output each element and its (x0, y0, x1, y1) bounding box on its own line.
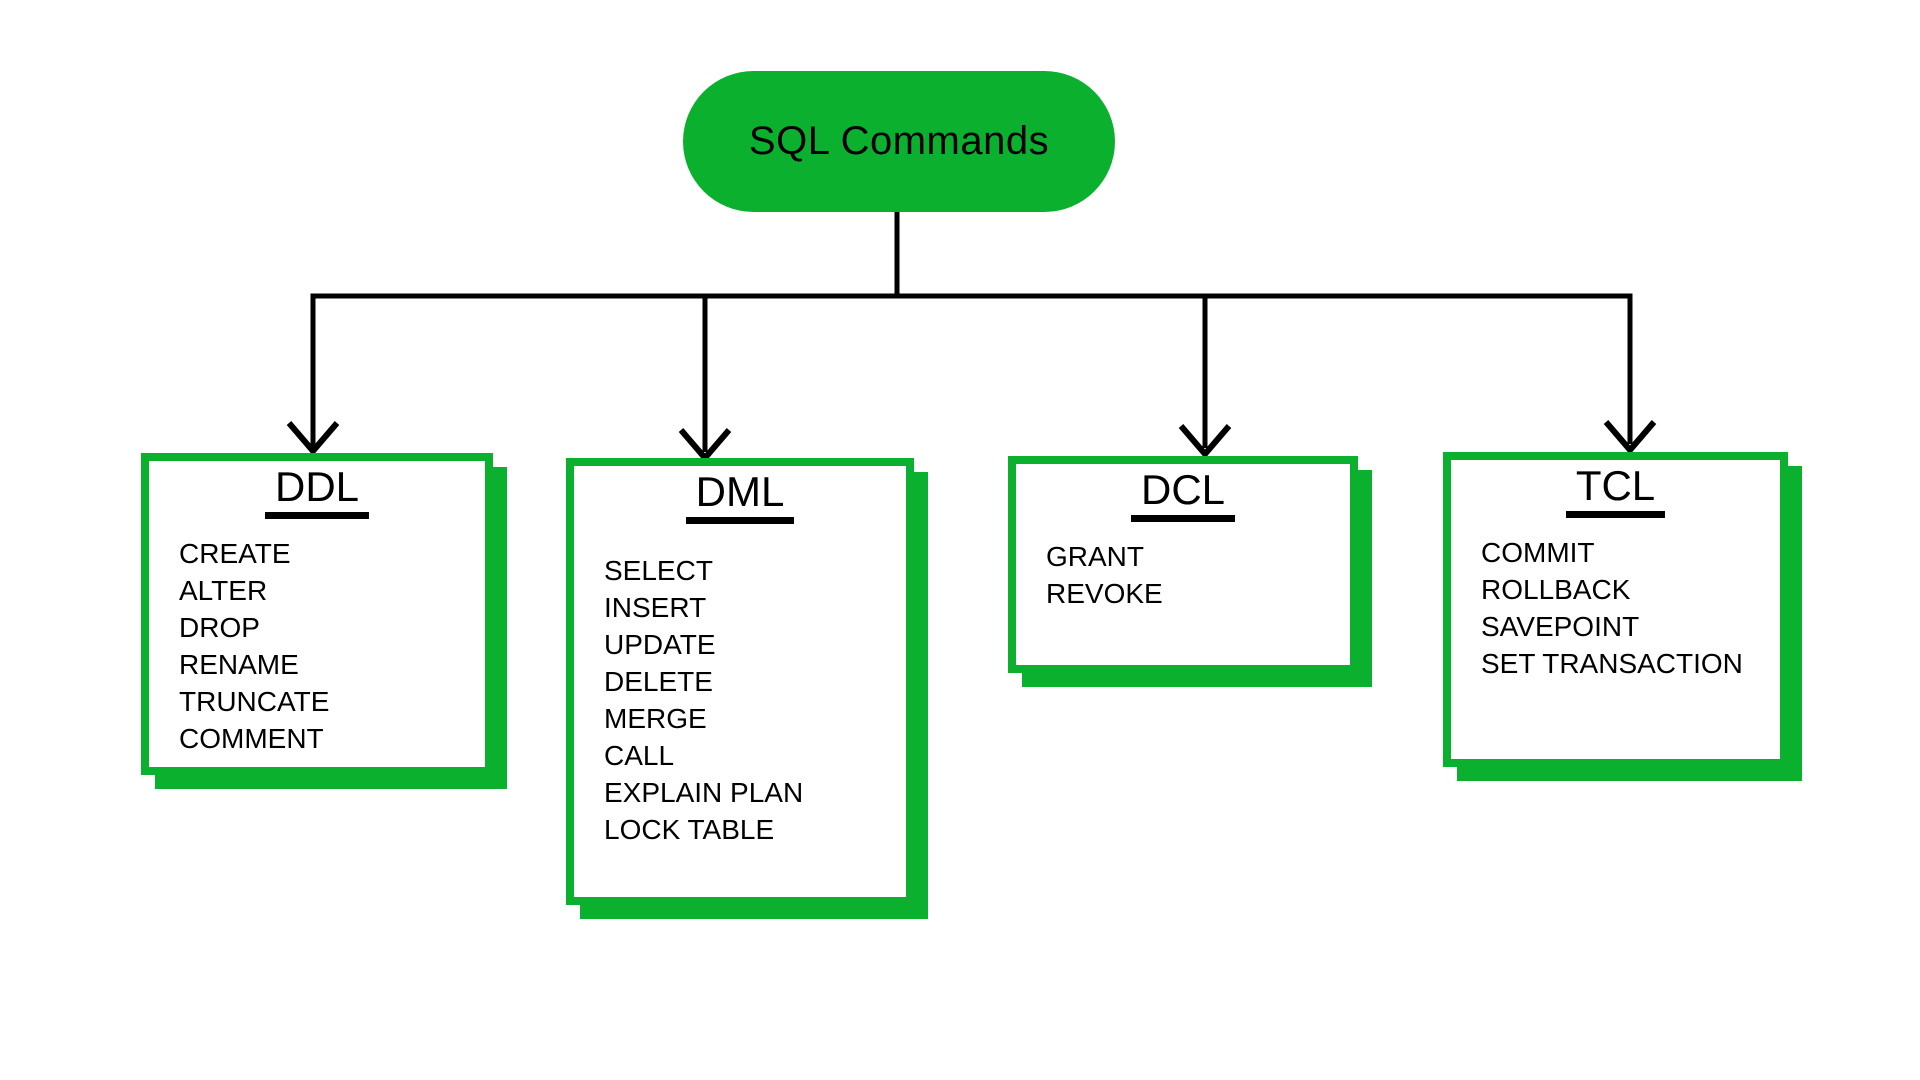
root-node-label: SQL Commands (748, 119, 1050, 163)
category-box-dml: DML SELECT INSERT UPDATE DELETE MERGE CALL EXP… (566, 458, 914, 905)
command-item: CREATE (179, 538, 291, 569)
command-item: COMMENT (179, 723, 324, 754)
command-item: REVOKE (1046, 578, 1163, 609)
command-item: MERGE (604, 703, 707, 734)
arrowhead-tcl-icon (1603, 420, 1657, 455)
command-item: SELECT (604, 555, 713, 586)
command-item: RENAME (179, 649, 299, 680)
category-title-dml: DML (574, 468, 906, 524)
command-item: SET TRANSACTION (1481, 648, 1743, 679)
command-item: INSERT (604, 592, 707, 623)
command-item: ROLLBACK (1481, 574, 1631, 605)
command-item: DELETE (604, 666, 713, 697)
command-item: COMMIT (1481, 537, 1595, 568)
command-item: DROP (179, 612, 260, 643)
command-item: SAVEPOINT (1481, 611, 1640, 642)
category-title-ddl: DDL (149, 463, 485, 519)
category-box-dcl: DCL GRANT REVOKE (1008, 456, 1358, 673)
command-list-tcl: COMMIT ROLLBACK SAVEPOINT SET TRANSACTION (1451, 534, 1780, 682)
connector-bus (310, 293, 1633, 450)
command-item: ALTER (179, 575, 268, 606)
category-title-dcl: DCL (1016, 466, 1350, 522)
command-item: UPDATE (604, 629, 716, 660)
category-title-tcl: TCL (1451, 462, 1780, 518)
command-list-dcl: GRANT REVOKE (1016, 538, 1350, 612)
command-item: GRANT (1046, 541, 1144, 572)
command-item: LOCK TABLE (604, 814, 775, 845)
command-list-dml: SELECT INSERT UPDATE DELETE MERGE CALL EXPLAIN… (574, 552, 906, 848)
arrowhead-ddl-icon (286, 421, 340, 456)
category-box-ddl: DDL CREATE ALTER DROP RENAME TRUNCATE COMMENT (141, 453, 493, 775)
command-item: TRUNCATE (179, 686, 330, 717)
category-box-tcl: TCL COMMIT ROLLBACK SAVEPOINT SET TRANSACTI… (1443, 452, 1788, 767)
command-item: EXPLAIN PLAN (604, 777, 804, 808)
root-node-sql-commands: SQL Commands (683, 71, 1115, 212)
command-list-ddl: CREATE ALTER DROP RENAME TRUNCATE COMMENT (149, 535, 485, 757)
arrowhead-dcl-icon (1178, 424, 1232, 459)
command-item: CALL (604, 740, 675, 771)
